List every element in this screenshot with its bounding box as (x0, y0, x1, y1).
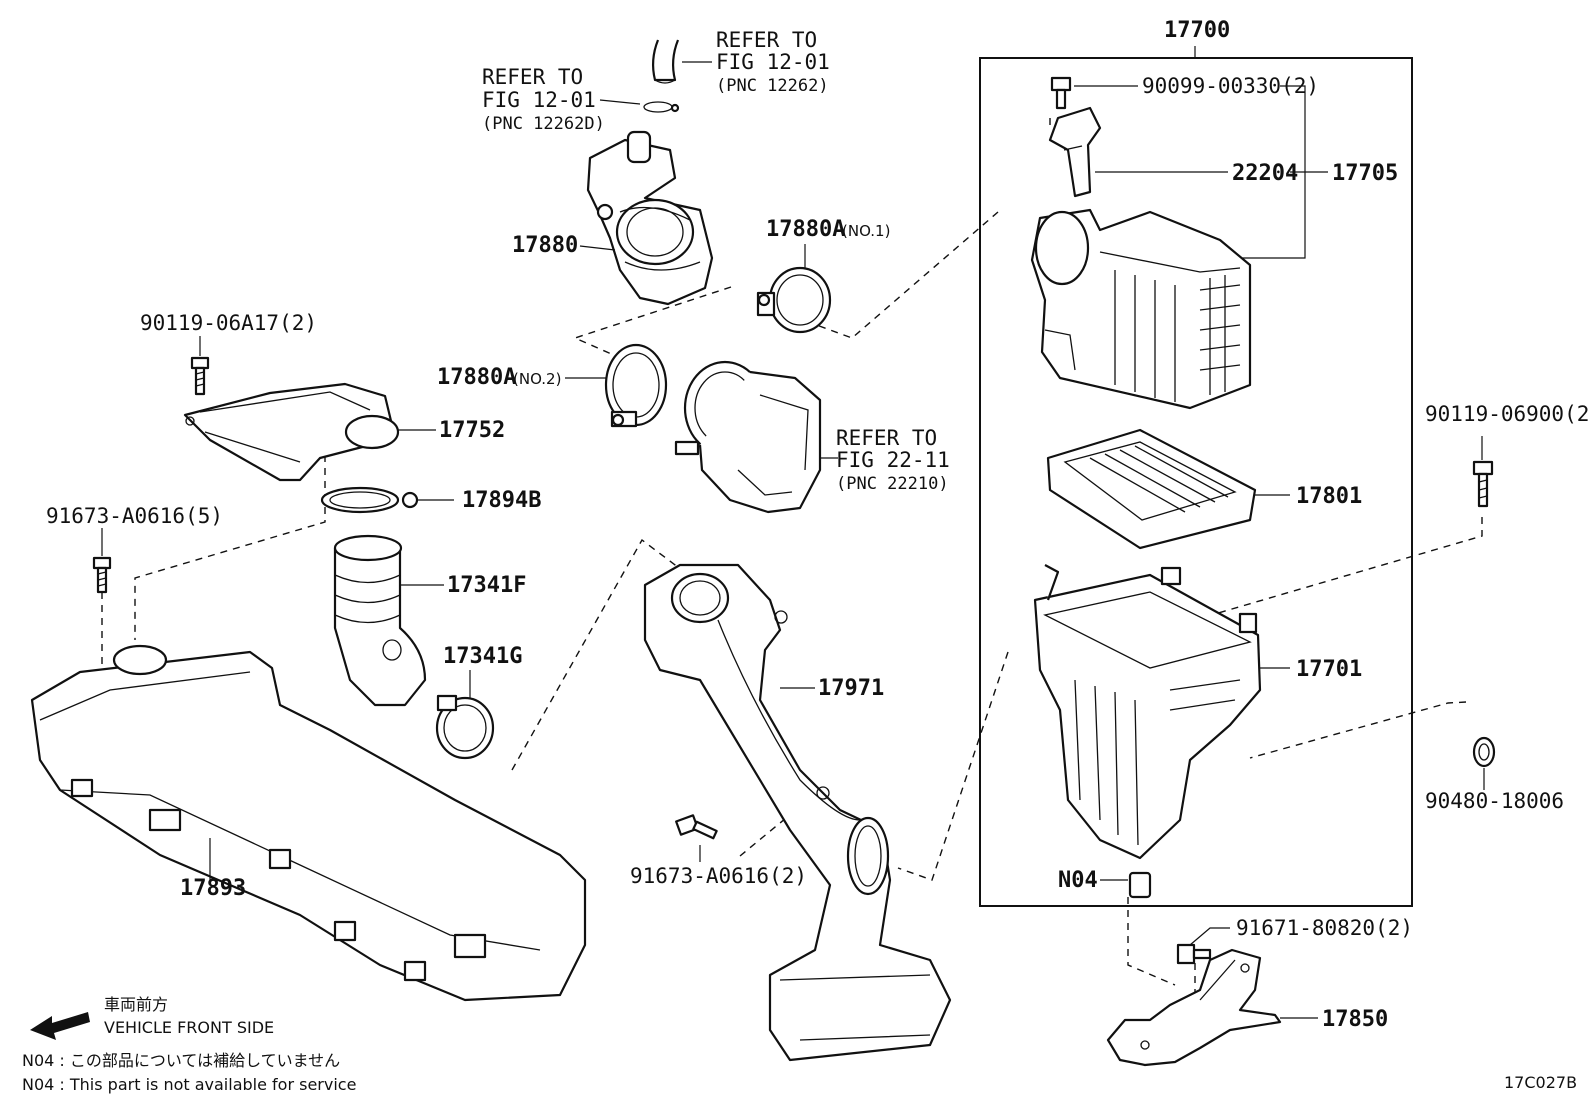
part-90480-18006-grommet (1472, 736, 1496, 790)
refer-throttle-line2: FIG 22-11 (836, 448, 950, 472)
part-17752-inlet-duct (183, 382, 436, 482)
bolt-91673-a0616-5 (92, 528, 112, 680)
part-17894b-clamp (320, 486, 454, 514)
bolt-90119-06a17 (190, 336, 210, 396)
label-17752: 17752 (439, 418, 505, 443)
footnotes: N04 : この部品については補給していません N04 : This part … (22, 1051, 356, 1094)
label-17880: 17880 (512, 233, 578, 258)
label-n04: N04 (1058, 868, 1098, 893)
label-17880a-no1: 17880A (766, 217, 845, 242)
label-17341g: 17341G (443, 644, 522, 669)
note-en: N04 : This part is not available for ser… (22, 1075, 356, 1094)
refer-throttle-line1: REFER TO (836, 426, 937, 450)
part-22204-air-flow-meter (1048, 106, 1228, 198)
refer-throttle-line3: (PNC 22210) (836, 474, 949, 494)
part-17341g-clamp (435, 670, 495, 760)
label-90119-06900: 90119-06900(2) (1425, 402, 1592, 426)
label-90119-06a17: 90119-06A17(2) (140, 311, 317, 335)
part-17850-bracket (1106, 948, 1318, 1067)
label-91673-a0616-5: 91673-A0616(5) (46, 504, 223, 528)
bolt-91673-a0616-2 (675, 814, 718, 862)
label-17880a-no1-qual: (NO.1) (842, 222, 890, 240)
label-17880a-no2-qual: (NO.2) (513, 370, 561, 388)
part-n04-grommet (1100, 871, 1152, 899)
part-17971-intake-duct (643, 563, 952, 1062)
throttle-body-22210 (674, 360, 838, 514)
direction-en: VEHICLE FRONT SIDE (104, 1018, 274, 1037)
front-arrow-icon (30, 1012, 90, 1040)
part-17880a-no2-clamp (565, 343, 668, 428)
refer-left-line2: FIG 12-01 (482, 88, 596, 112)
leader-17705 (1225, 85, 1328, 259)
label-17893: 17893 (180, 876, 246, 901)
label-91671-80820: 91671-80820(2) (1236, 916, 1413, 940)
refer-left-line3: (PNC 12262D) (482, 114, 605, 134)
callout-labels: 17700 REFER TO FIG 12-01 (PNC 12262) REF… (46, 18, 1592, 1032)
label-17700: 17700 (1164, 18, 1230, 43)
label-17880a-no2: 17880A (437, 365, 516, 390)
refer-top-line3: (PNC 12262) (716, 76, 829, 96)
direction-jp: 車両前方 (104, 995, 168, 1014)
clip-12262d (599, 99, 680, 113)
label-17894b: 17894B (462, 488, 541, 513)
part-17701-lower-case (1033, 564, 1290, 860)
bolt-90119-06900 (1472, 436, 1494, 508)
figure-code: 17C027B (1504, 1073, 1577, 1092)
label-17801: 17801 (1296, 484, 1362, 509)
vehicle-front-indicator: 車両前方 VEHICLE FRONT SIDE (30, 995, 274, 1040)
refer-left-line1: REFER TO (482, 65, 583, 89)
refer-top-line2: FIG 12-01 (716, 50, 830, 74)
label-91673-a0616-2: 91673-A0616(2) (630, 864, 807, 888)
part-17880a-no1-clamp (756, 244, 832, 334)
hose-end-12262 (651, 39, 712, 84)
label-17971: 17971 (818, 676, 884, 701)
label-17705: 17705 (1332, 161, 1398, 186)
part-upper-case (1030, 208, 1252, 410)
label-17341f: 17341F (447, 573, 526, 598)
bolt-91671-80820 (1176, 927, 1230, 965)
refer-top-line1: REFER TO (716, 28, 817, 52)
part-17893-resonator (30, 644, 587, 1002)
label-17850: 17850 (1322, 1007, 1388, 1032)
label-90099-00330: 90099-00330(2) (1142, 74, 1319, 98)
screw-90099-00330 (1050, 76, 1138, 110)
part-17880-intake-pipe (579, 130, 714, 306)
part-17801-filter-element (1046, 428, 1290, 550)
label-17701: 17701 (1296, 657, 1362, 682)
note-jp: N04 : この部品については補給していません (22, 1051, 340, 1070)
label-90480-18006: 90480-18006 (1425, 789, 1564, 813)
label-22204: 22204 (1232, 161, 1298, 186)
assembly-box-17700 (979, 57, 1413, 907)
part-17341f-hose (333, 534, 444, 707)
